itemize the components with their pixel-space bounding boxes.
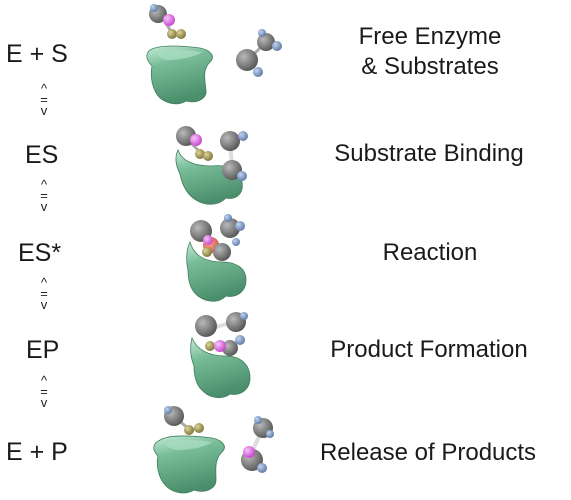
scene-reaction [186,214,247,302]
atom-blue [253,67,263,77]
description-line: & Substrates [361,53,499,80]
atom-gray [220,131,240,151]
atom-gray [195,315,217,337]
equilibrium-arrow-3: ^ = v [36,275,52,312]
atom-blue [254,416,262,424]
description-release-of-products: Release of Products [286,438,570,468]
eq-bottom: v [40,395,48,410]
atom-blue [232,238,240,246]
atom-blue [224,214,232,222]
enzyme-cleft [157,49,202,60]
scene-substrate-binding [175,126,248,205]
description-line: Reaction [382,239,478,266]
eq-bottom: v [40,297,48,312]
atom-olive [176,29,186,39]
enzyme-surface [175,148,243,205]
atom-blue [240,312,248,320]
eq-middle: = [40,188,48,203]
description-product-formation: Product Formation [298,335,560,365]
atom-blue [272,41,282,51]
description-line: Release of Products [319,439,537,466]
enzyme-cleft [165,439,212,450]
atom-magenta [243,446,255,458]
eq-middle: = [40,384,48,399]
equilibrium-arrow-4: ^ = v [36,373,52,410]
atom-blue [235,221,245,231]
atom-olive [184,425,194,435]
description-line: Free Enzyme [358,23,502,50]
atom-gray [222,160,242,180]
eq-top: ^ [40,177,48,192]
state-label-e-plus-p: E + P [6,438,68,466]
atom-olive [195,149,205,159]
atom-magenta [163,14,175,26]
atom-blue [164,406,172,414]
atom-gray [236,49,258,71]
description-free-enzyme: Free Enzyme & Substrates [320,22,540,82]
atom-olive [194,423,204,433]
atom-olive [205,341,215,351]
state-label-es: ES [25,141,59,169]
enzyme-surface [153,435,225,494]
atom-gray [213,243,231,261]
atom-blue [258,29,266,37]
enzyme-surface [146,45,213,105]
description-reaction: Reaction [330,238,530,268]
atom-blue [238,131,248,141]
atom-olive [203,151,213,161]
description-line: Product Formation [330,336,528,363]
atom-blue [150,4,158,12]
atom-olive [167,29,177,39]
atom-gray [222,340,238,356]
scene-free-enzyme [146,4,282,105]
atom-gray [257,33,275,51]
atom-blue [257,463,267,473]
equilibrium-arrow-2: ^ = v [36,177,52,214]
atom-olive [202,247,212,257]
eq-middle: = [40,286,48,301]
eq-middle: = [40,92,48,107]
atom-gray [220,218,240,238]
eq-bottom: v [40,199,48,214]
enzyme-surface [190,336,251,398]
scene-release-of-products [153,406,274,494]
scene-product-formation [190,312,251,398]
atom-magenta [214,340,226,352]
state-label-es-star: ES* [18,239,62,267]
eq-top: ^ [40,81,48,96]
equilibrium-arrow-1: ^ = v [36,81,52,118]
eq-top: ^ [40,275,48,290]
eq-bottom: v [40,103,48,118]
atom-blue [266,430,274,438]
eq-top: ^ [40,373,48,388]
atom-blue [235,335,245,345]
state-label-e-plus-s: E + S [6,40,68,68]
description-line: Substrate Binding [334,140,524,167]
enzyme-surface [186,240,247,302]
state-label-ep: EP [26,336,60,364]
atom-magenta [203,235,213,245]
description-substrate-binding: Substrate Binding [300,139,558,169]
atom-blue [237,171,247,181]
atom-magenta [190,134,202,146]
